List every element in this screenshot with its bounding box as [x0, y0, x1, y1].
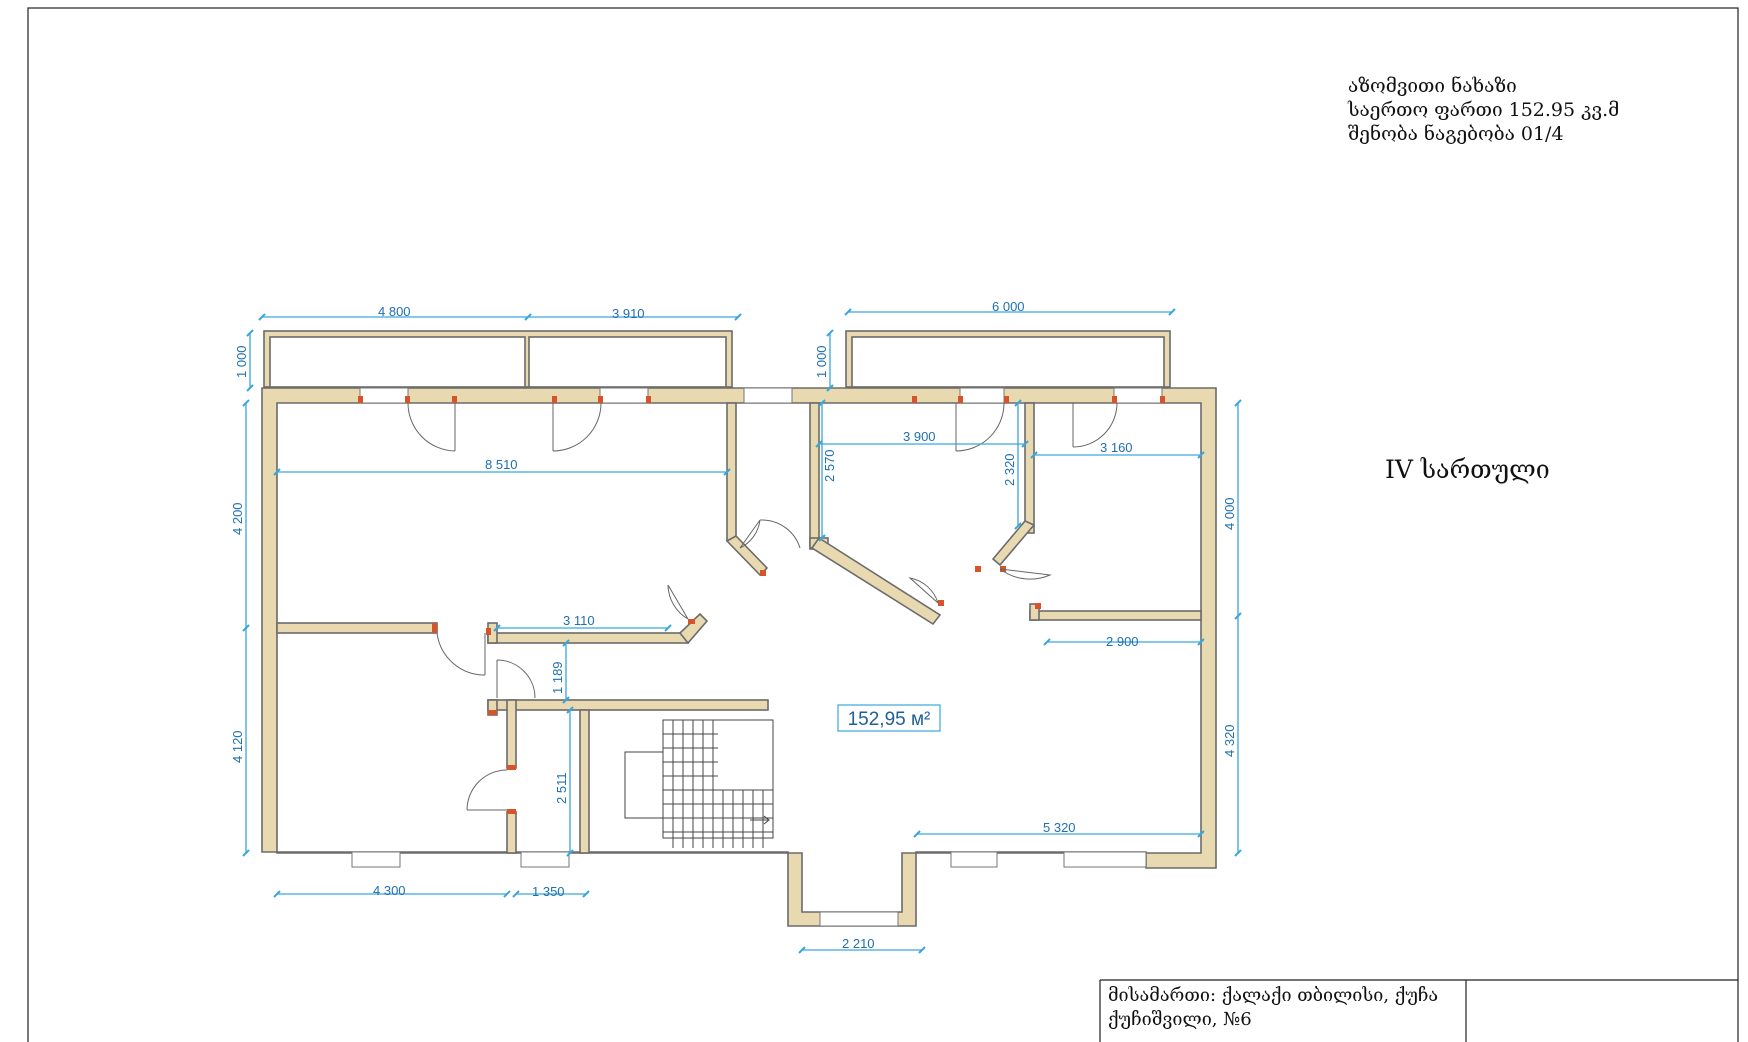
dim-balcony-left: 1 000 [234, 345, 249, 378]
door-jambs [358, 396, 1165, 814]
title-line-1: აზომვითი ნახაზი [1348, 75, 1517, 97]
area-label-box: 152,95 м² [837, 704, 941, 732]
sheet-frame [27, 7, 1739, 1042]
title-block: აზომვითი ნახაზი საერთო ფართი 152.95 კვ.მ… [1348, 74, 1619, 146]
address-line-2: ქუჩიშვილი, №6 [1108, 1009, 1252, 1030]
outer-walls [261, 387, 1217, 927]
windows [351, 387, 1163, 927]
title-line-3: შენობა ნაგებობა 01/4 [1348, 123, 1564, 145]
dim-bottom-4300: 4 300 [373, 883, 406, 898]
dim-vert-1189: 1 189 [550, 661, 565, 694]
dim-vert-2320: 2 320 [1002, 453, 1017, 486]
interior-walls [276, 402, 1202, 854]
dim-top-6000: 6 000 [992, 299, 1025, 314]
dim-balcony-mid: 1 000 [814, 345, 829, 378]
dim-vert-2511: 2 511 [554, 772, 569, 804]
dim-left-4120: 4 120 [230, 730, 245, 763]
dim-room-3900: 3 900 [903, 429, 936, 444]
address-block [1099, 979, 1738, 1042]
dimension-lines [242, 308, 1242, 954]
dim-bottom-1350: 1 350 [532, 884, 565, 899]
staircase [624, 719, 774, 848]
dimension-labels: 4 800 3 910 6 000 1 000 1 000 8 510 3 90… [230, 299, 1237, 951]
address-line-1: მისამართი: ქალაქი თბილისი, ქუჩა [1108, 985, 1439, 1006]
dim-room-2900: 2 900 [1106, 634, 1139, 649]
dim-bottom-2210: 2 210 [842, 936, 875, 951]
dim-top-4800: 4 800 [378, 304, 411, 319]
dim-top-3910: 3 910 [612, 306, 645, 321]
dim-room-8510: 8 510 [485, 457, 518, 472]
address-text: მისამართი: ქალაქი თბილისი, ქუჩა ქუჩიშვილ… [1108, 984, 1438, 1032]
balconies [263, 330, 1171, 388]
dim-left-4200: 4 200 [230, 502, 245, 535]
dim-vert-2570: 2 570 [822, 449, 837, 482]
area-label: 152,95 м² [848, 709, 931, 730]
dim-right-4320: 4 320 [1222, 724, 1237, 757]
dim-corridor-3110: 3 110 [563, 613, 595, 628]
dim-right-4000: 4 000 [1222, 497, 1237, 530]
dim-room-3160: 3 160 [1100, 440, 1133, 455]
floor-label: IV სართული [1385, 455, 1550, 484]
door-swings [407, 402, 1118, 811]
title-line-2: საერთო ფართი 152.95 კვ.მ [1348, 99, 1620, 121]
dim-room-5320: 5 320 [1043, 820, 1076, 835]
